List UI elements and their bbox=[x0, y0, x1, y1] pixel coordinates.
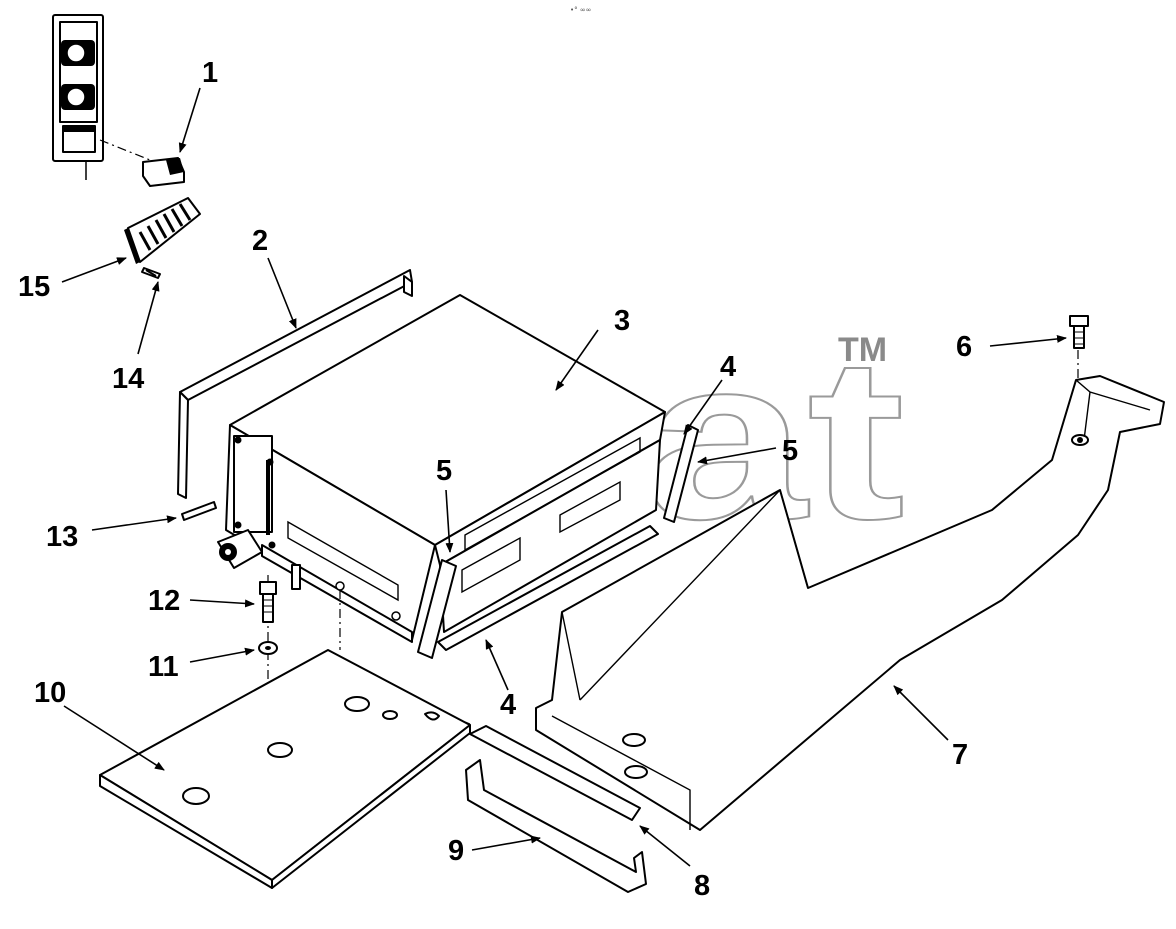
part-7-duct bbox=[535, 375, 1165, 831]
part-4-strip-lower bbox=[437, 525, 659, 691]
callout-4-upper: 4 bbox=[720, 351, 736, 383]
part-1-plug bbox=[99, 87, 201, 187]
callout-11: 11 bbox=[148, 651, 179, 683]
part-4-strip-upper bbox=[663, 379, 723, 523]
callout-6: 6 bbox=[956, 331, 972, 363]
callout-5-left: 5 bbox=[436, 455, 452, 487]
callout-9: 9 bbox=[448, 835, 464, 867]
callout-14: 14 bbox=[112, 363, 144, 395]
part-8-strip bbox=[469, 725, 691, 867]
callout-2: 2 bbox=[252, 225, 268, 257]
part-15-vent bbox=[61, 197, 201, 283]
part-6-screw bbox=[989, 315, 1089, 349]
callout-12: 12 bbox=[148, 585, 180, 617]
part-9-channel bbox=[465, 759, 647, 893]
part-3-main-unit bbox=[217, 294, 666, 643]
callout-3: 3 bbox=[614, 305, 630, 337]
callout-4-lower: 4 bbox=[500, 689, 516, 721]
part-5-strip-right bbox=[697, 447, 777, 465]
callout-labels: 1 2 3 4 4 5 5 6 7 8 9 10 11 12 13 14 15 bbox=[18, 57, 972, 902]
callout-10: 10 bbox=[34, 677, 66, 709]
corner-text: •° ∞∞ bbox=[570, 6, 592, 14]
callout-15: 15 bbox=[18, 271, 50, 303]
part-5-strip-left bbox=[417, 489, 457, 659]
part-2-gasket bbox=[177, 257, 413, 499]
callout-5-right: 5 bbox=[782, 435, 798, 467]
part-10-base-plate bbox=[63, 649, 471, 889]
part-11-washer bbox=[189, 641, 278, 663]
callout-13: 13 bbox=[46, 521, 78, 553]
part-14-screw bbox=[137, 267, 161, 355]
part-12-bolt bbox=[189, 581, 277, 623]
part-13-strip bbox=[91, 501, 217, 531]
watermark-trademark: TM bbox=[838, 331, 887, 369]
wall-outlet-panel bbox=[52, 14, 104, 180]
callout-7: 7 bbox=[952, 739, 968, 771]
callout-8: 8 bbox=[694, 870, 710, 902]
callout-1: 1 bbox=[202, 57, 218, 89]
